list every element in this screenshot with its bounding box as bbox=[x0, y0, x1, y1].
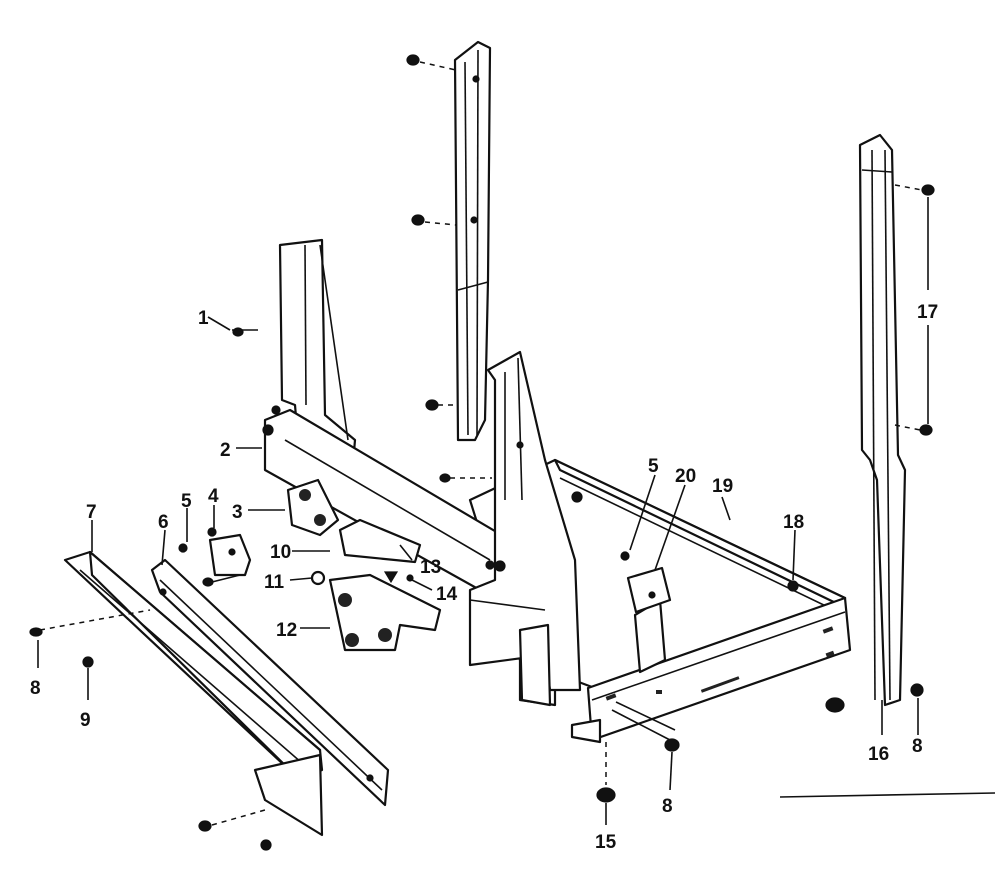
screw-5-left bbox=[178, 543, 188, 553]
callout-5-left: 5 bbox=[181, 491, 192, 512]
left-upright bbox=[453, 40, 492, 442]
screw-8-left bbox=[29, 609, 151, 637]
leader-lines bbox=[37, 197, 929, 825]
callout-8-center: 8 bbox=[662, 796, 673, 817]
screw-8-right bbox=[910, 683, 924, 697]
callout-labels: 1 2 3 4 5 5 6 7 8 8 8 9 10 11 12 13 14 1… bbox=[30, 302, 938, 853]
callout-12: 12 bbox=[276, 620, 297, 641]
screw-low-upright bbox=[425, 399, 458, 411]
callout-3: 3 bbox=[232, 502, 243, 523]
callout-4: 4 bbox=[208, 486, 219, 507]
leveling-leg-8 bbox=[611, 701, 680, 752]
callout-1: 1 bbox=[198, 308, 209, 329]
callout-9: 9 bbox=[80, 710, 91, 731]
callout-7: 7 bbox=[86, 502, 97, 523]
callout-8-right: 8 bbox=[912, 736, 923, 757]
callout-6: 6 bbox=[158, 512, 169, 533]
kick-plate bbox=[63, 550, 390, 837]
screw-center bbox=[439, 473, 506, 572]
callout-14: 14 bbox=[436, 584, 458, 605]
screw-9 bbox=[82, 656, 94, 668]
hinge-assembly bbox=[208, 478, 442, 652]
screw-bottom-kick bbox=[198, 809, 272, 851]
callout-8-left: 8 bbox=[30, 678, 41, 699]
screw-1 bbox=[232, 327, 258, 337]
callout-2: 2 bbox=[220, 440, 231, 461]
callout-19: 19 bbox=[712, 476, 733, 497]
stray-line bbox=[779, 792, 996, 798]
screw-5-right bbox=[620, 551, 630, 561]
foot-right bbox=[825, 697, 845, 713]
screw-17-bottom bbox=[894, 424, 933, 436]
callout-17: 17 bbox=[917, 302, 938, 323]
callout-16: 16 bbox=[868, 744, 889, 765]
callout-18: 18 bbox=[783, 512, 804, 533]
callout-10: 10 bbox=[270, 542, 291, 563]
callout-5-right: 5 bbox=[648, 456, 659, 477]
leveling-foot-15 bbox=[596, 742, 616, 803]
right-upright bbox=[858, 133, 907, 707]
hardware bbox=[29, 54, 935, 851]
callout-15: 15 bbox=[595, 832, 617, 853]
screw-mid-upright bbox=[411, 214, 457, 226]
screw-front-low bbox=[202, 574, 241, 587]
callout-13: 13 bbox=[420, 557, 441, 578]
callout-11: 11 bbox=[264, 572, 285, 593]
callout-20: 20 bbox=[675, 466, 696, 487]
screw-17-top bbox=[894, 184, 935, 196]
screw-top-upright bbox=[406, 54, 457, 71]
screw-4 bbox=[207, 527, 217, 537]
center-side-panel bbox=[468, 350, 582, 707]
